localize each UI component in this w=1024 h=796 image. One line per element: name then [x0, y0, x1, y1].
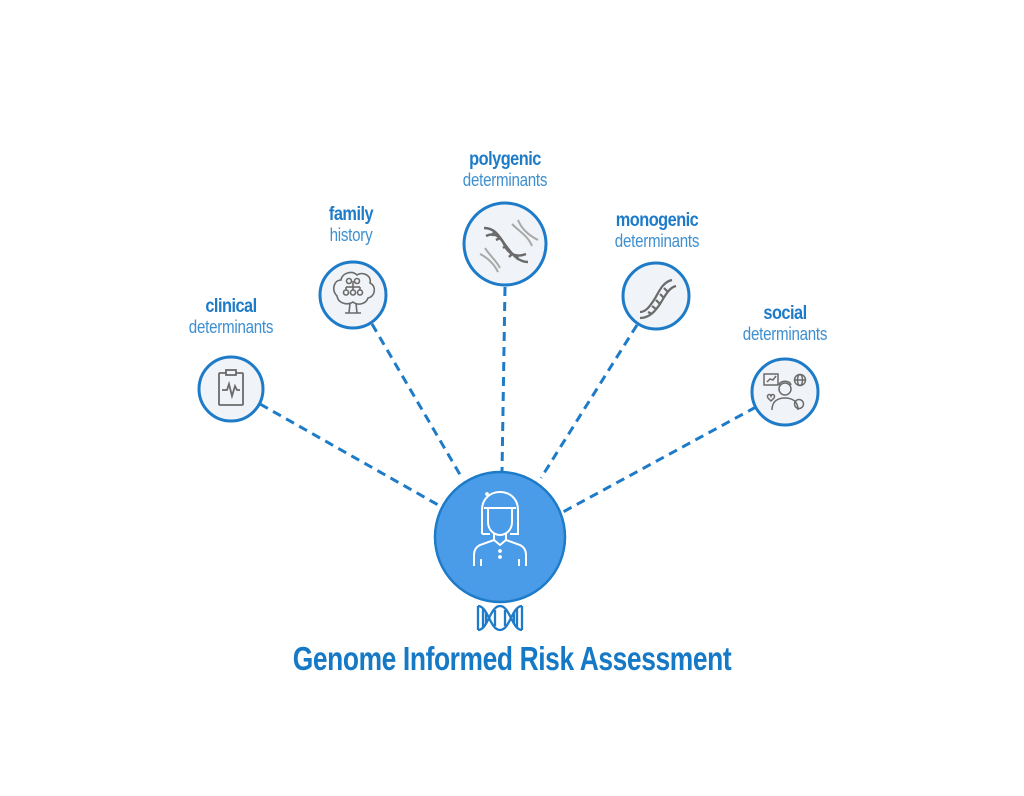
label-family: family history: [325, 204, 376, 245]
label-clinical: clinical determinants: [181, 296, 281, 337]
node-polygenic: [462, 201, 548, 287]
node-clinical: [197, 355, 265, 423]
connector-polygenic: [500, 286, 507, 473]
diagram-title: Genome Informed Risk Assessment: [292, 640, 732, 677]
family-tree-icon: [332, 271, 376, 314]
dna-icon: [639, 278, 677, 320]
node-title: clinical: [205, 296, 257, 317]
connector-family: [370, 323, 464, 479]
dna-icon: [476, 604, 524, 632]
node-monogenic: [621, 261, 691, 331]
multiple-dna-icon: [479, 219, 539, 273]
label-monogenic: monogenic determinants: [607, 210, 707, 251]
woman-person-icon: [473, 490, 527, 566]
node-title: monogenic: [615, 210, 699, 231]
label-polygenic: polygenic determinants: [455, 149, 555, 190]
node-subtitle: history: [329, 224, 373, 245]
node-family: [318, 260, 388, 330]
node-title: family: [328, 204, 374, 225]
node-social: [750, 357, 820, 427]
node-subtitle: determinants: [188, 316, 274, 337]
connector-lines: [259, 286, 757, 514]
node-subtitle: determinants: [614, 230, 700, 251]
node-title: polygenic: [469, 149, 541, 170]
center-node: [433, 470, 567, 604]
node-title: social: [763, 303, 807, 324]
person-social-icon: [763, 373, 807, 411]
label-social: social determinants: [735, 303, 835, 344]
node-subtitle: determinants: [462, 169, 548, 190]
connector-clinical: [259, 402, 441, 508]
connector-monogenic: [539, 324, 639, 479]
node-subtitle: determinants: [742, 323, 828, 344]
clipboard-heartbeat-icon: [218, 369, 244, 406]
connector-social: [562, 405, 757, 514]
